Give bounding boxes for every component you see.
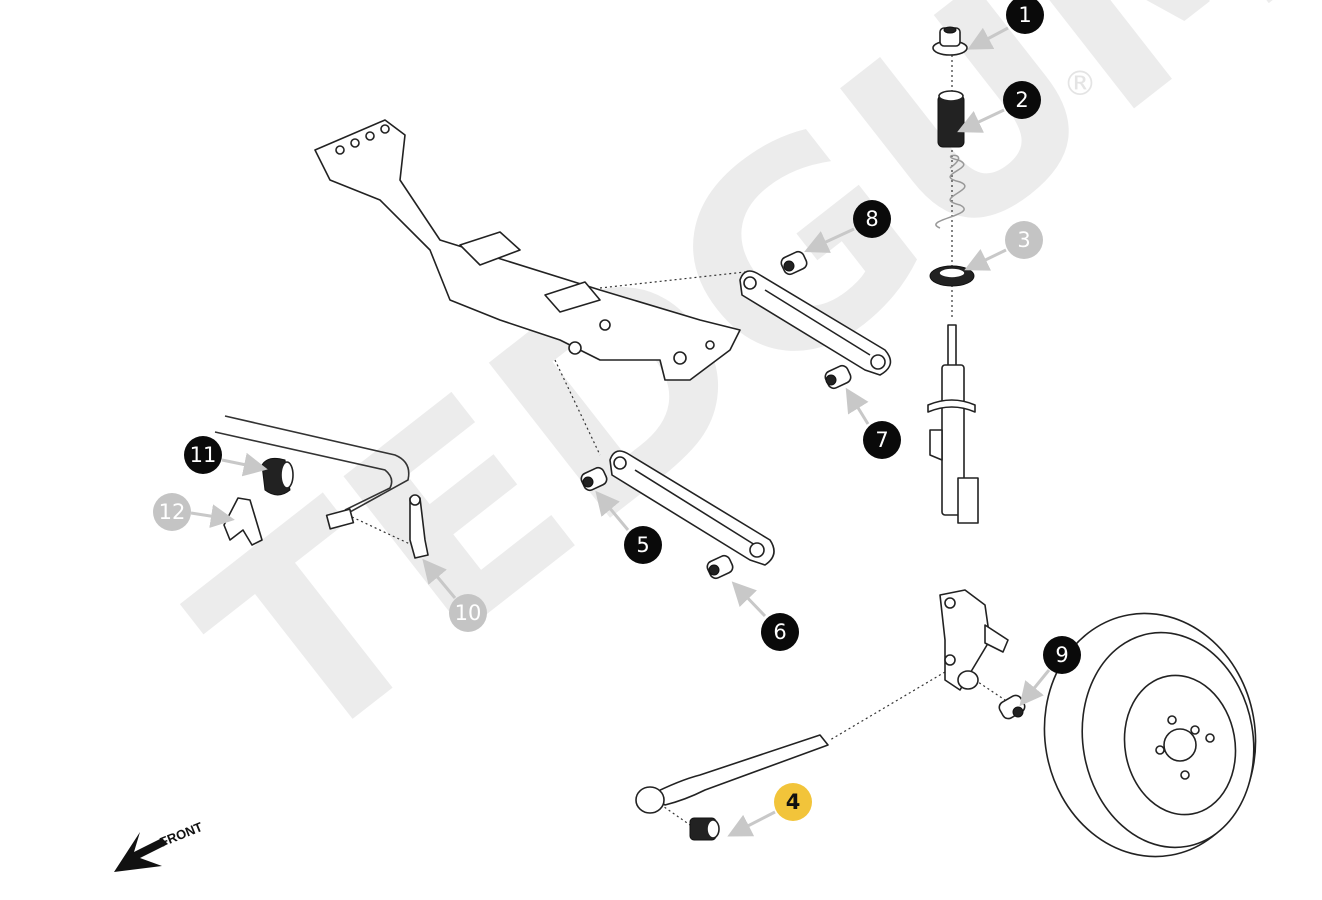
callout-number: 1 [1018,3,1031,27]
front-arrow-icon [114,832,168,872]
callout-number: 6 [773,620,786,644]
callout-number: 12 [159,500,186,524]
callout-1[interactable]: 1 [967,0,1044,50]
callout-10[interactable]: 10 [422,558,487,632]
wheel [1043,612,1257,858]
stabilizer-bar [214,415,410,530]
bushing-5 [580,466,608,492]
callout-number: 3 [1017,228,1030,252]
upper-control-arm [739,270,892,376]
bushing-8 [780,250,808,276]
lower-control-arm [609,450,775,566]
steering-knuckle [939,589,1009,691]
stabilizer-bushing [261,457,294,496]
callout-9[interactable]: 9 [1019,636,1081,707]
callout-2[interactable]: 2 [957,81,1041,133]
callout-number: 9 [1055,643,1068,667]
callout-11[interactable]: 11 [184,436,268,477]
callout-12[interactable]: 12 [153,493,235,531]
bushing-4 [689,817,720,841]
radius-rod [635,734,829,814]
strut-top-mount [932,26,968,56]
front-direction-indicator: FRONT [114,819,205,872]
callout-4[interactable]: 4 [727,783,812,837]
bushing-6 [706,554,734,580]
callout-number: 8 [865,207,878,231]
callout-number: 11 [190,443,217,467]
spring-seat [929,265,975,287]
callout-number: 10 [455,601,482,625]
coil-spring [935,154,966,229]
shock-absorber [927,324,979,524]
callout-number: 7 [875,428,888,452]
callout-number: 2 [1015,88,1028,112]
callout-5[interactable]: 5 [595,490,662,564]
callout-6[interactable]: 6 [731,581,799,651]
callout-3[interactable]: 3 [964,221,1043,271]
stabilizer-link [409,494,429,559]
callout-badge [1006,0,1044,34]
callout-8[interactable]: 8 [804,200,891,253]
registered-mark: ® [1063,64,1097,104]
callout-number: 5 [636,533,649,557]
bump-stop [937,90,965,148]
bushing-7 [824,364,852,390]
subframe [314,119,741,381]
callout-number: 4 [786,790,801,814]
callout-7[interactable]: 7 [845,387,901,459]
front-label: FRONT [158,819,205,850]
